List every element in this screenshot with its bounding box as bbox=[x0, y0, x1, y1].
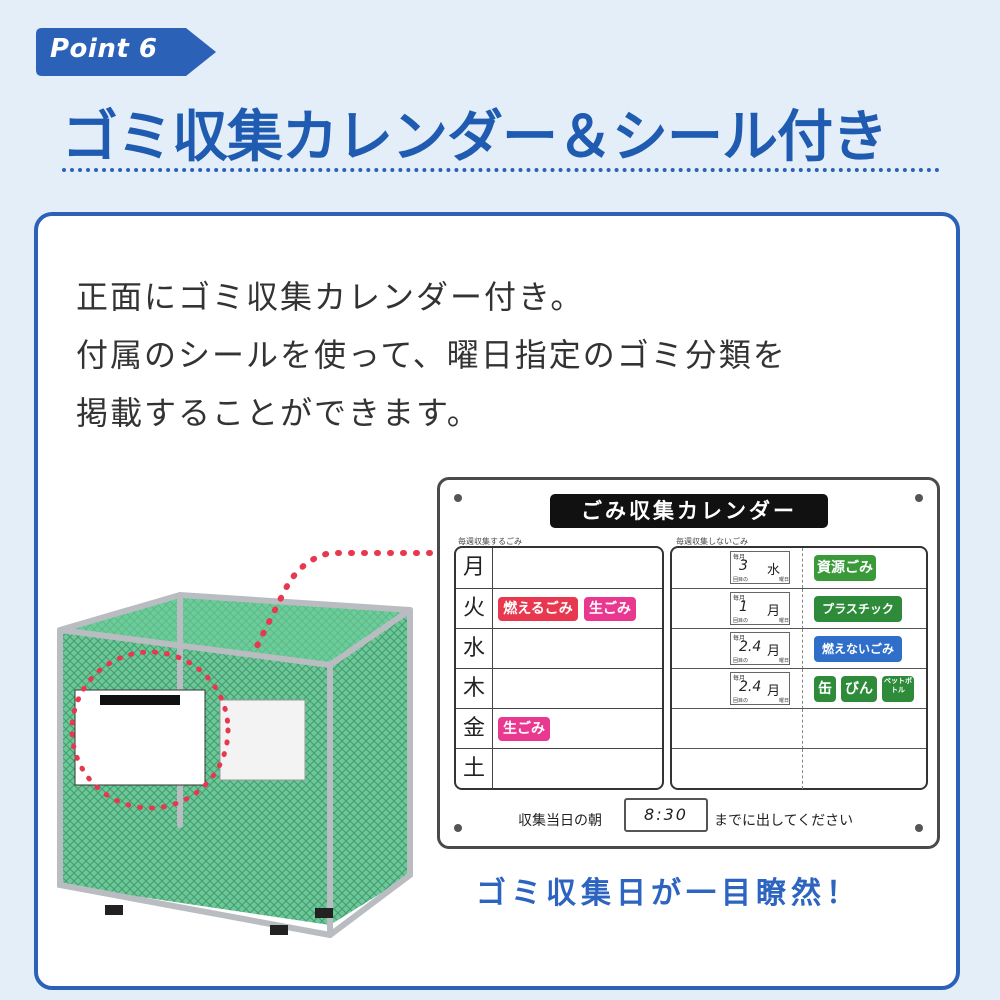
tagline: ゴミ収集日が一目瞭然！ bbox=[476, 876, 861, 911]
calendar-board: ごみ収集カレンダー 毎週収集するごみ 毎週収集しないごみ 月火燃えるごみ生ごみ水… bbox=[437, 477, 940, 849]
row-divider bbox=[802, 629, 803, 669]
row-divider bbox=[802, 749, 803, 789]
garbage-sticker: 燃えないごみ bbox=[814, 636, 902, 662]
schedule-row: 毎月回目の 1 月曜日 プラスチック bbox=[672, 588, 926, 629]
weekly-label: 毎週収集するごみ bbox=[458, 537, 522, 546]
screw-icon bbox=[454, 494, 462, 502]
card-unit: 月 bbox=[767, 604, 781, 619]
card-unit: 月 bbox=[767, 684, 781, 699]
card-prefix: 毎月 bbox=[733, 635, 746, 642]
day-row: 水 bbox=[456, 628, 662, 669]
card-end: 曜日 bbox=[779, 577, 790, 583]
day-label: 土 bbox=[456, 749, 493, 789]
row-divider bbox=[802, 709, 803, 749]
description-line: 掲載することができます。 bbox=[76, 394, 481, 432]
card-suffix: 回目の bbox=[733, 658, 749, 664]
day-label: 月 bbox=[456, 548, 493, 588]
screw-icon bbox=[915, 824, 923, 832]
schedule-card: 毎月回目の 2.4 月曜日 bbox=[730, 672, 790, 705]
garbage-sticker: 生ごみ bbox=[584, 597, 636, 621]
day-row: 金生ごみ bbox=[456, 708, 662, 749]
description-line: 付属のシールを使って、曜日指定のゴミ分類を bbox=[76, 336, 787, 374]
screw-icon bbox=[915, 494, 923, 502]
schedule-card: 毎月回目の 3 水曜日 bbox=[730, 551, 790, 584]
card-value: 1 bbox=[739, 599, 748, 615]
schedule-row bbox=[672, 708, 926, 749]
schedule-row bbox=[672, 748, 926, 789]
card-suffix: 回目の bbox=[733, 698, 749, 704]
schedule-row: 毎月回目の 2.4 月曜日 燃えないごみ bbox=[672, 628, 926, 669]
row-divider bbox=[802, 669, 803, 709]
footer-text-after: までに出してください bbox=[714, 813, 854, 829]
board-title: ごみ収集カレンダー bbox=[550, 494, 828, 528]
row-divider bbox=[802, 589, 803, 629]
garbage-sticker: 生ごみ bbox=[498, 717, 550, 741]
schedule-card: 毎月回目の 1 月曜日 bbox=[730, 592, 790, 625]
garbage-sticker: ペットボトル bbox=[882, 676, 914, 702]
garbage-net-box-image bbox=[57, 591, 413, 939]
non-weekly-label: 毎週収集しないごみ bbox=[676, 537, 748, 546]
garbage-sticker: 缶 bbox=[814, 676, 836, 702]
card-end: 曜日 bbox=[779, 658, 790, 664]
card-value: 3 bbox=[739, 558, 748, 574]
day-label: 火 bbox=[456, 589, 493, 629]
card-end: 曜日 bbox=[779, 698, 790, 704]
card-prefix: 毎月 bbox=[733, 675, 746, 682]
headline: ゴミ収集カレンダー＆シール付き bbox=[62, 105, 888, 170]
point-badge-label: Point 6 bbox=[50, 34, 158, 64]
card-end: 曜日 bbox=[779, 618, 790, 624]
footer-time: 8:30 bbox=[624, 798, 708, 832]
card-prefix: 毎月 bbox=[733, 595, 746, 602]
footer-text-before: 収集当日の朝 bbox=[518, 813, 602, 829]
day-row: 土 bbox=[456, 748, 662, 789]
garbage-sticker: 燃えるごみ bbox=[498, 597, 578, 621]
schedule-card: 毎月回目の 2.4 月曜日 bbox=[730, 632, 790, 665]
card-suffix: 回目の bbox=[733, 577, 749, 583]
card-prefix: 毎月 bbox=[733, 554, 746, 561]
schedule-row: 毎月回目の 3 水曜日 資源ごみ bbox=[672, 548, 926, 588]
card-value: 2.4 bbox=[739, 679, 762, 695]
schedule-row: 毎月回目の 2.4 月曜日 缶びんペットボトル bbox=[672, 668, 926, 709]
day-label: 水 bbox=[456, 629, 493, 669]
garbage-sticker: 資源ごみ bbox=[814, 555, 876, 581]
day-label: 金 bbox=[456, 709, 493, 749]
day-label: 木 bbox=[456, 669, 493, 709]
row-divider bbox=[802, 548, 803, 588]
garbage-sticker: プラスチック bbox=[814, 596, 902, 622]
weekly-table: 月火燃えるごみ生ごみ水木金生ごみ土 bbox=[454, 546, 664, 790]
dotted-divider bbox=[62, 168, 940, 172]
day-row: 火燃えるごみ生ごみ bbox=[456, 588, 662, 629]
screw-icon bbox=[454, 824, 462, 832]
day-row: 木 bbox=[456, 668, 662, 709]
day-row: 月 bbox=[456, 548, 662, 588]
garbage-sticker: びん bbox=[841, 676, 877, 702]
card-unit: 水 bbox=[767, 563, 781, 578]
description: 正面にゴミ収集カレンダー付き。 付属のシールを使って、曜日指定のゴミ分類を 掲載… bbox=[76, 268, 787, 442]
card-value: 2.4 bbox=[739, 639, 762, 655]
card-suffix: 回目の bbox=[733, 618, 749, 624]
description-line: 正面にゴミ収集カレンダー付き。 bbox=[76, 278, 585, 316]
point-badge bbox=[36, 28, 216, 76]
card-unit: 月 bbox=[767, 644, 781, 659]
